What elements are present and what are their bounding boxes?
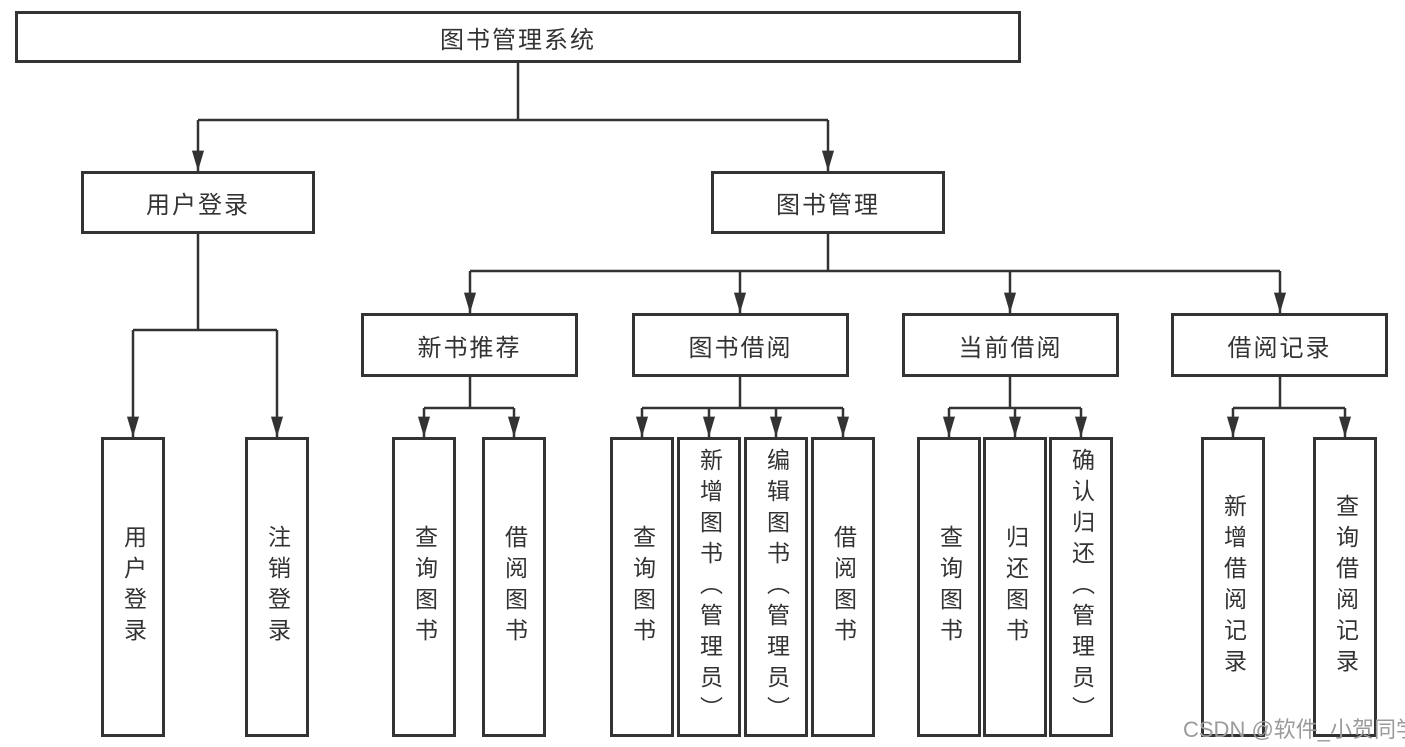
leaf-recommend-query-books: 查询图书 [392,437,456,737]
node-root-system-label: 图书管理系统 [440,26,596,54]
node-new-book-recommend: 新书推荐 [361,313,578,377]
node-book-borrowing: 图书借阅 [632,313,849,377]
connector-recommend-to-leaves [417,377,521,437]
leaf-current-confirm-return-admin: 确认归还（管理员） [1049,437,1113,737]
leaf-records-add-record: 新增借阅记录 [1201,437,1265,737]
connector-borrow-to-leaves [635,377,850,437]
leaf-current-confirm-return-admin-label: 确认归还（管理员） [1068,447,1095,727]
leaf-borrow-add-books-admin: 新增图书（管理员） [677,437,741,737]
leaf-borrow-borrow-books-label: 借阅图书 [830,525,857,649]
leaf-records-add-record-label: 新增借阅记录 [1220,494,1247,680]
leaf-borrow-add-books-admin-label: 新增图书（管理员） [696,447,723,727]
leaf-borrow-edit-books-admin: 编辑图书（管理员） [744,437,808,737]
connector-user-login-to-leaves [126,234,284,437]
connector-current-to-leaves [942,377,1088,437]
leaf-borrow-borrow-books: 借阅图书 [811,437,875,737]
node-user-login-label: 用户登录 [146,192,250,219]
leaf-current-query-books-label: 查询图书 [936,525,963,649]
node-root-system: 图书管理系统 [15,11,1021,63]
node-user-login: 用户登录 [81,171,315,234]
node-borrow-records-label: 借阅记录 [1227,334,1332,362]
csdn-watermark: CSDN @软件_小贺同学 [1183,717,1405,742]
leaf-records-query-record-label: 查询借阅记录 [1332,494,1359,680]
leaf-user-login: 用户登录 [101,437,165,737]
connector-records-to-leaves [1226,377,1352,437]
leaf-logout: 注销登录 [245,437,309,737]
node-book-borrowing-label: 图书借阅 [688,334,793,362]
leaf-recommend-query-books-label: 查询图书 [411,525,438,649]
leaf-recommend-borrow-books: 借阅图书 [482,437,546,737]
node-book-management-label: 图书管理 [776,192,880,219]
leaf-recommend-borrow-books-label: 借阅图书 [501,525,528,649]
node-current-borrowing: 当前借阅 [902,313,1119,377]
connector-root-to-level2 [191,63,835,171]
leaf-borrow-query-books: 查询图书 [610,437,674,737]
leaf-current-return-books: 归还图书 [983,437,1047,737]
leaf-user-login-label: 用户登录 [120,525,147,649]
connector-book-management-to-level3 [463,234,1287,313]
node-book-management: 图书管理 [711,171,945,234]
node-borrow-records: 借阅记录 [1171,313,1388,377]
leaf-borrow-query-books-label: 查询图书 [629,525,656,649]
node-current-borrowing-label: 当前借阅 [958,334,1063,362]
leaf-records-query-record: 查询借阅记录 [1313,437,1377,737]
leaf-current-query-books: 查询图书 [917,437,981,737]
leaf-borrow-edit-books-admin-label: 编辑图书（管理员） [763,447,790,727]
leaf-logout-label: 注销登录 [264,525,291,649]
node-new-book-recommend-label: 新书推荐 [417,334,522,362]
leaf-current-return-books-label: 归还图书 [1002,525,1029,649]
